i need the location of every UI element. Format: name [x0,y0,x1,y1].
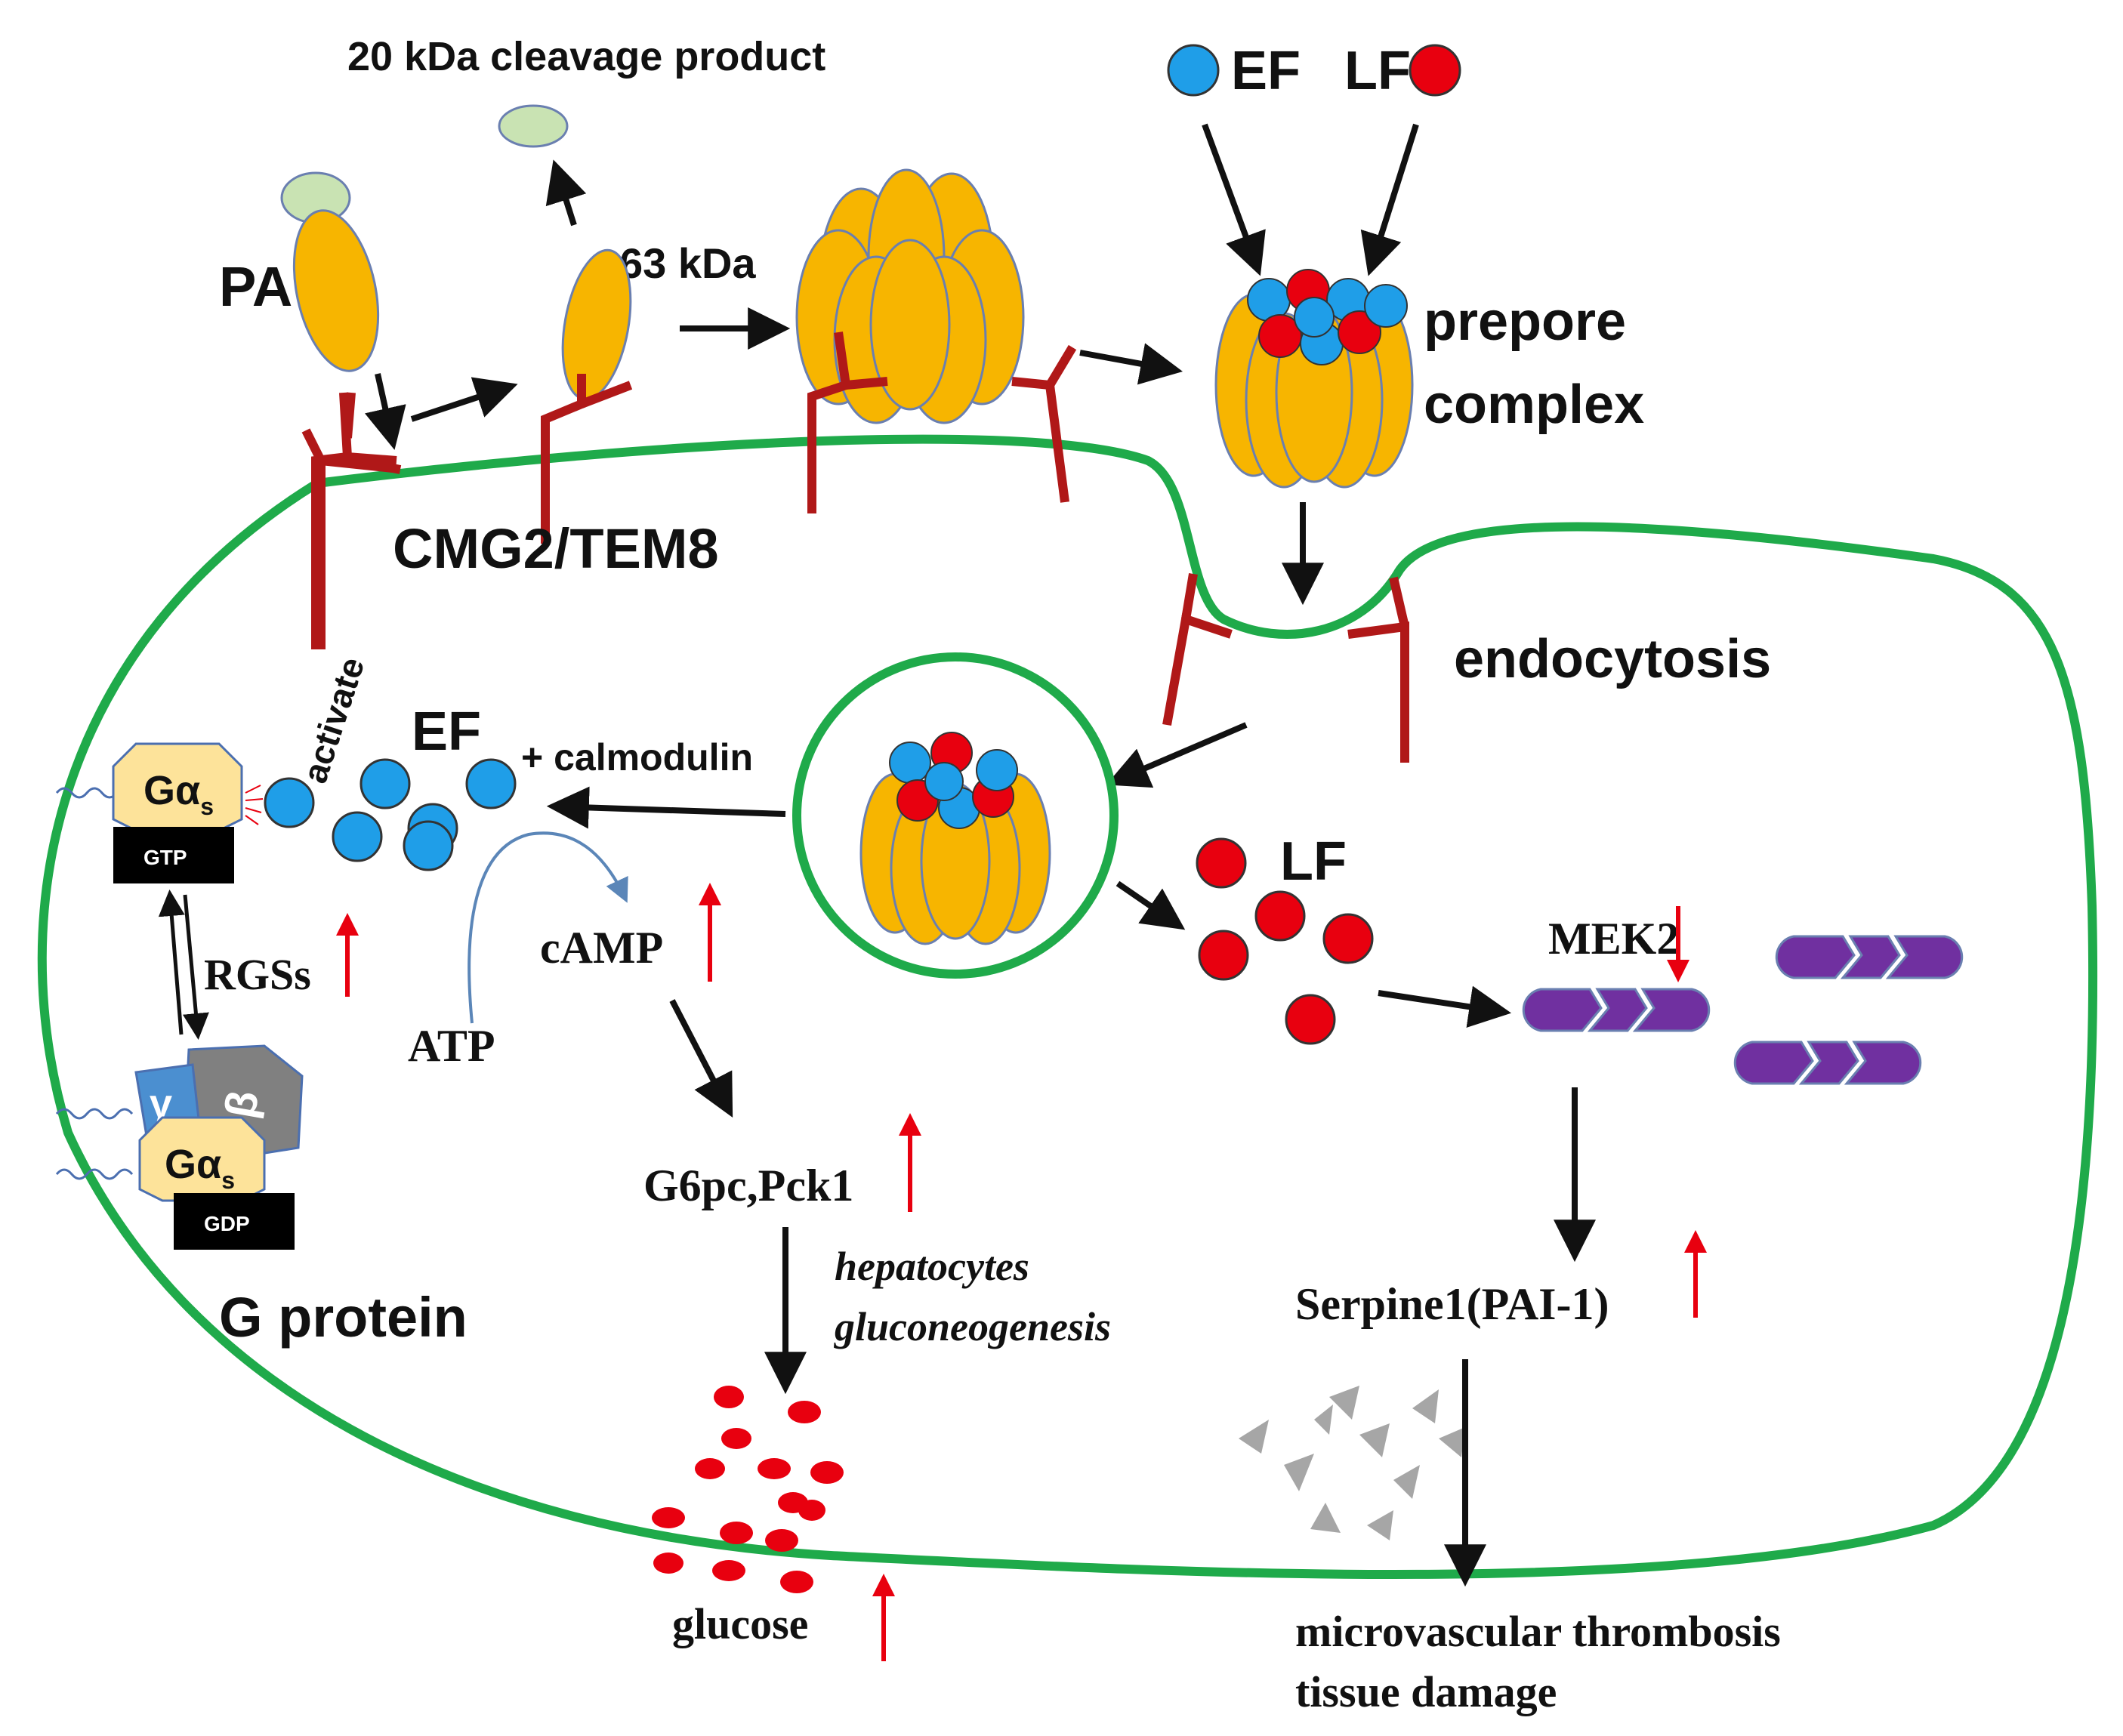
activation-rays [245,785,264,825]
gas-gtp-complex: Gαs GTP [112,742,243,883]
gtp-to-gdp-arrow [183,894,209,1040]
lf-top-circle [1409,44,1461,97]
pa-to-receptor-arrow [364,373,406,450]
cleavage-product-label: 20 kDa cleavage product [347,34,825,79]
receptor-endocytosis-right [1347,576,1409,763]
receptor-3 [807,331,888,513]
prepore-complex [1214,269,1414,489]
endosome-to-lf-arrow [1116,880,1186,930]
pa-protein [292,209,380,372]
ef-molecule [403,820,454,871]
gtp-box [113,827,234,883]
receptor-2 [541,374,633,544]
camp-to-genes-arrow [669,999,733,1118]
glucose-molecules [652,1386,844,1593]
gtp-label: GTP [143,846,187,869]
ef-molecules [264,758,517,862]
lf-top-label: LF [1344,41,1411,101]
camp-label: cAMP [540,923,663,973]
pa-heptamer [795,168,1025,424]
lf-inside-label: LF [1280,831,1347,892]
cell-membrane [37,434,2098,1579]
mek2-fragment-3 [1733,1041,1922,1085]
atp-label: ATP [408,1021,495,1071]
hepatocytes-label: hepatocytes [835,1244,1029,1289]
lipid-anchor-bottom [55,1168,134,1180]
mek2-fragment-1 [1522,988,1711,1032]
gluconeogenesis-label: gluconeogenesis [834,1304,1111,1349]
platelet-triangles [1239,1386,1465,1540]
prepore-label-line2: complex [1424,375,1644,435]
gdp-to-gtp-arrow [158,890,185,1035]
63kda-label: 63 kDa [619,239,756,287]
pa-to-63kda-arrow [410,377,518,422]
mek2-fragments [1522,935,1964,1085]
cleavage-arrow [545,159,587,227]
lf-to-mek2-arrow [1378,985,1512,1028]
lipid-anchor-gamma [55,1108,134,1120]
ef-inside-label: EF [412,701,481,762]
pa-label: PA [219,255,292,318]
outcome-label-line1: microvascular thrombosis [1295,1607,1781,1656]
ef-top-circle [1167,44,1220,97]
gas-active-label: Gαs [143,768,214,820]
prepore-label-line1: prepore [1424,291,1626,352]
gdp-label: GDP [204,1212,250,1235]
glucose-label: glucose [672,1599,808,1648]
mek2-fragment-2 [1775,935,1964,979]
ef-to-prepore-arrow [1202,123,1266,276]
receptor-label: CMG2/TEM8 [393,517,719,580]
g-protein-label: G protein [219,1286,467,1349]
ef-top-label: EF [1231,41,1301,101]
gas-inactive-label: Gαs [165,1142,235,1194]
serpine-label: Serpine1(PAI-1) [1295,1279,1609,1329]
atp-to-camp-arrow [467,831,628,1024]
lf-to-prepore-arrow [1360,123,1419,276]
gdp-box [174,1193,295,1250]
rgss-label: RGSs [204,950,311,999]
g-protein-heterotrimer: β γ Gαs GDP [134,1044,304,1250]
outcome-label-line2: tissue damage [1295,1667,1557,1716]
activate-label: activate [295,652,372,788]
endosome-to-ef-arrow [546,786,786,829]
endocytosis-label: endocytosis [1454,629,1771,689]
to-prepore-arrow [1079,343,1183,385]
endosome-pore [859,732,1051,945]
receptor-4 [1011,344,1077,503]
g6pc-label: G6pc,Pck1 [643,1161,853,1210]
receptor-endocytosis-left [1162,573,1233,726]
mek2-label: MEK2 [1548,914,1679,964]
cleavage-product-ellipse [498,104,569,148]
to-endosome-arrow [1106,722,1248,788]
calmodulin-label: + calmodulin [521,736,753,779]
ef-molecule-activating [264,777,315,828]
lf-molecules [1196,837,1374,1045]
